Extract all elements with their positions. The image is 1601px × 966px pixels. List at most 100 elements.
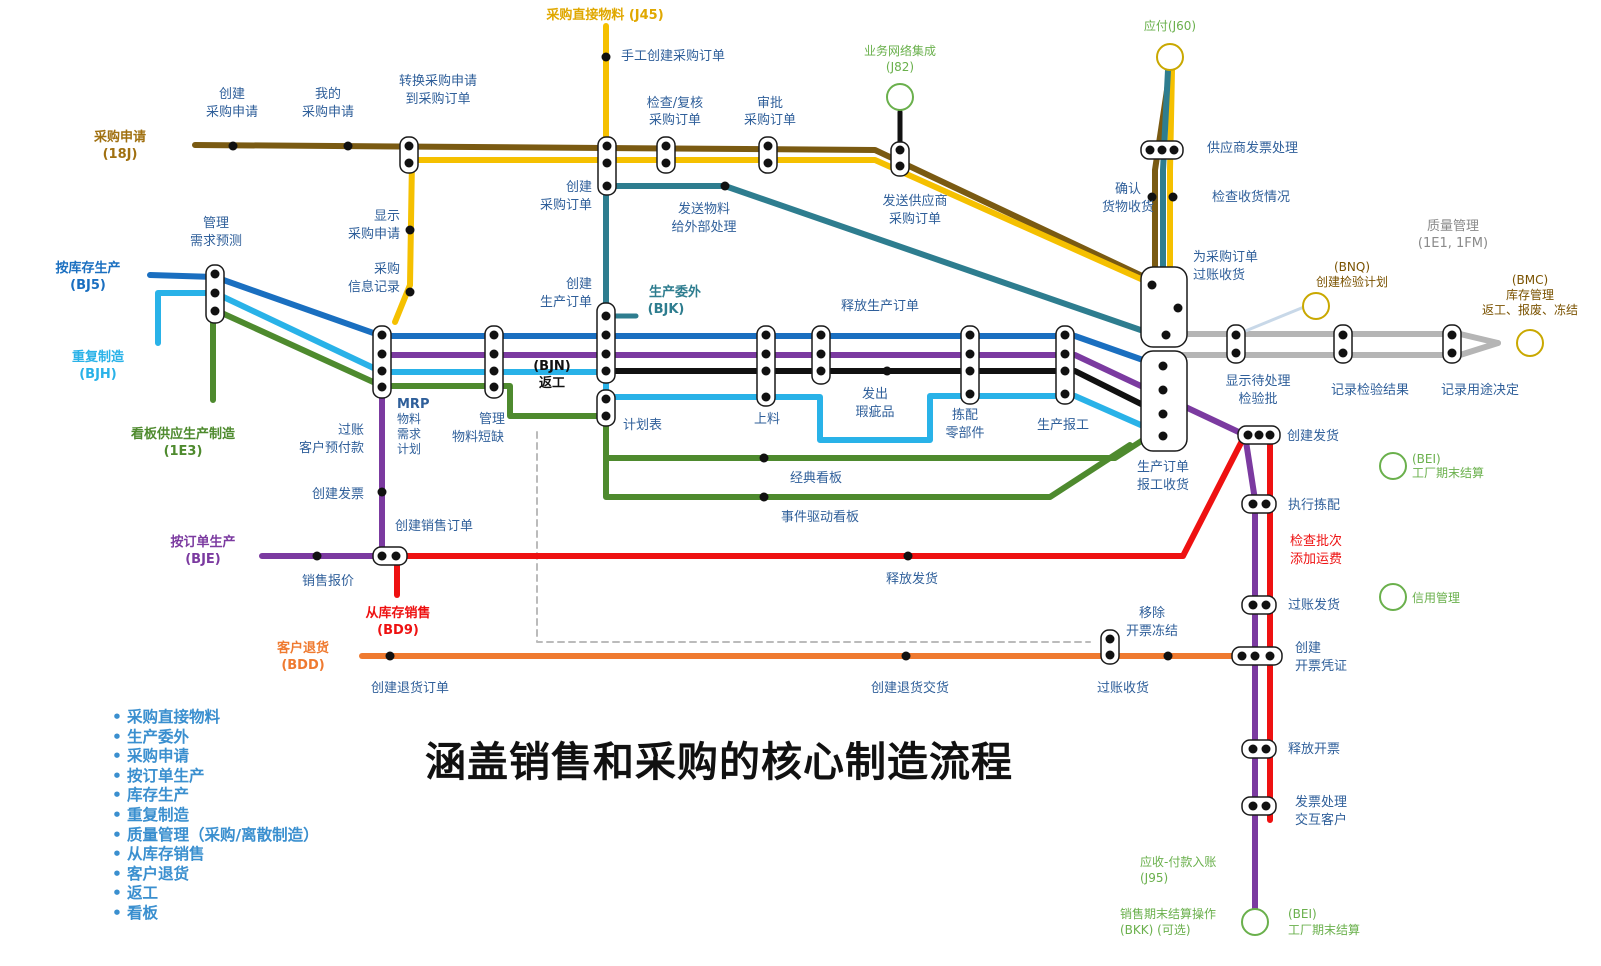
label-create-return: 创建退货订单	[371, 680, 449, 696]
label-vendor-invoice: 供应商发票处理	[1207, 140, 1298, 156]
station-create-so[interactable]	[372, 546, 408, 566]
label-make-to-stock-code: (BJ5)	[70, 278, 106, 293]
label-issue-defect-2: 瑕疵品	[855, 405, 894, 420]
label-create-po-2: 采购订单	[540, 197, 592, 213]
terminal-payables[interactable]	[1156, 43, 1184, 71]
label-payables: 应付(J60)	[1144, 18, 1196, 33]
station-record-results[interactable]	[1333, 324, 1353, 364]
label-bei1: (BEI)	[1412, 452, 1441, 466]
label-create-billing-1: 创建	[1295, 641, 1321, 656]
label-show-pending-1: 显示待处理	[1225, 374, 1290, 389]
label-show-pr-1: 显示	[374, 209, 400, 224]
label-bnq: (BNQ)	[1334, 260, 1370, 274]
label-customer-return: 客户退货	[277, 640, 329, 656]
label-prod-gr-1: 生产订单	[1137, 460, 1189, 475]
label-bnq-sub: 创建检验计划	[1316, 274, 1388, 289]
label-send-material-1: 发送物料	[678, 201, 730, 217]
label-check-batch-2: 添加运费	[1290, 552, 1342, 567]
legend-item: •从库存销售	[112, 845, 205, 864]
label-mrp-3: 需求	[397, 427, 421, 441]
line-kanban-2	[603, 394, 1133, 500]
station-release-billing[interactable]	[1241, 739, 1277, 759]
label-create-prod-order-2: 生产订单	[540, 295, 592, 310]
label-mrp-2: 物料	[397, 412, 421, 426]
label-send-billing-2: 交互客户	[1295, 812, 1347, 828]
label-prod-gr-2: 报工收货	[1137, 477, 1189, 493]
label-show-pr-2: 采购申请	[348, 226, 400, 242]
label-create-delivery: 创建发货	[1287, 428, 1339, 444]
label-purchase-req: 采购申请	[93, 129, 146, 145]
station-pick-parts[interactable]	[960, 325, 980, 405]
label-release-prod: 释放生产订单	[841, 299, 919, 314]
label-pick-parts-1: 拣配	[952, 408, 978, 423]
label-bmc-sub1: 库存管理	[1506, 287, 1554, 302]
label-network: 业务网络集成	[864, 43, 936, 58]
label-mrp-1: MRP	[397, 397, 429, 412]
label-release-billing: 释放开票	[1288, 742, 1340, 757]
label-purchase-req-code: (18J)	[103, 147, 138, 162]
station-mat-shortage[interactable]	[484, 325, 504, 399]
line-payables-teal	[1160, 67, 1171, 293]
label-check-po-1: 检查/复核	[647, 96, 703, 111]
label-confirm-receipt-2: 货物收货	[1102, 199, 1154, 215]
station-exec-picking[interactable]	[1241, 494, 1277, 514]
label-bei2: (BEI)	[1288, 907, 1317, 921]
label-usage-decision: 记录用途决定	[1441, 382, 1519, 398]
terminal-bei2[interactable]	[1241, 908, 1269, 936]
label-post-down-pay-2: 客户预付款	[299, 440, 364, 456]
label-make-to-order-code: (BJE)	[185, 552, 221, 567]
legend-item: •按订单生产	[112, 766, 205, 785]
label-create-pr-1: 创建	[219, 87, 245, 102]
label-check-po-2: 采购订单	[649, 112, 701, 128]
label-bmc-sub2: 返工、报废、冻结	[1482, 302, 1578, 317]
station-dots	[210, 52, 1457, 811]
legend-item: •采购申请	[112, 747, 190, 766]
label-create-prod-order-1: 创建	[566, 277, 592, 292]
station-prod-confirm[interactable]	[1055, 325, 1075, 405]
label-kanban-code: (1E3)	[164, 444, 203, 459]
label-mrp-4: 计划	[397, 442, 421, 456]
station-mrp[interactable]	[372, 325, 392, 399]
station-send-billing[interactable]	[1241, 796, 1277, 816]
label-manage-demand-1: 管理	[203, 216, 229, 231]
label-sell-from-stock-code: (BD9)	[377, 623, 419, 638]
label-kanban: 看板供应生产制造	[131, 426, 236, 442]
label-create-pr-2: 采购申请	[206, 104, 258, 120]
label-make-to-stock: 按库存生产	[55, 260, 120, 276]
terminal-credit[interactable]	[1379, 583, 1407, 611]
label-rework-sub: 返工	[539, 376, 565, 391]
station-show-pending[interactable]	[1226, 324, 1246, 364]
label-quality: 质量管理	[1427, 219, 1479, 234]
terminal-bnq[interactable]	[1302, 292, 1330, 320]
station-post-gi[interactable]	[1241, 595, 1277, 615]
label-repetitive-code: (BJH)	[79, 367, 117, 382]
label-post-gi: 过账发货	[1288, 597, 1340, 613]
terminal-bmc[interactable]	[1516, 329, 1544, 357]
station-staging[interactable]	[756, 325, 776, 407]
terminal-network[interactable]	[886, 83, 914, 111]
label-j95-code: (J95)	[1140, 871, 1168, 885]
station-usage-decision[interactable]	[1442, 324, 1462, 364]
label-bei1-sub: 工厂期末结算	[1412, 465, 1484, 480]
station-create-prod-order[interactable]	[596, 302, 616, 384]
label-make-to-order: 按订单生产	[170, 534, 235, 550]
label-post-return-gr: 过账收货	[1097, 680, 1149, 696]
label-convert-pr-2: 到采购订单	[405, 91, 470, 107]
label-approve-po-2: 采购订单	[744, 112, 796, 128]
label-classic-kanban: 经典看板	[790, 470, 842, 486]
label-check-batch-1: 检查批次	[1290, 533, 1342, 549]
station-prod-gr[interactable]	[1140, 350, 1188, 452]
station-remove-block[interactable]	[1100, 629, 1120, 665]
label-network-code: (J82)	[886, 60, 914, 74]
station-send-po[interactable]	[890, 141, 910, 177]
terminal-bei1[interactable]	[1379, 452, 1407, 480]
label-post-gr-2: 过账收货	[1193, 267, 1245, 283]
legend-item: •质量管理（采购/离散制造）	[112, 825, 319, 844]
line-kanban-3	[603, 437, 1146, 461]
label-schedule: 计划表	[623, 418, 662, 433]
label-my-pr-2: 采购申请	[302, 104, 354, 120]
label-send-material-2: 给外部处理	[671, 220, 736, 235]
label-record-results: 记录检验结果	[1331, 382, 1409, 398]
label-event-kanban: 事件驱动看板	[781, 509, 859, 525]
